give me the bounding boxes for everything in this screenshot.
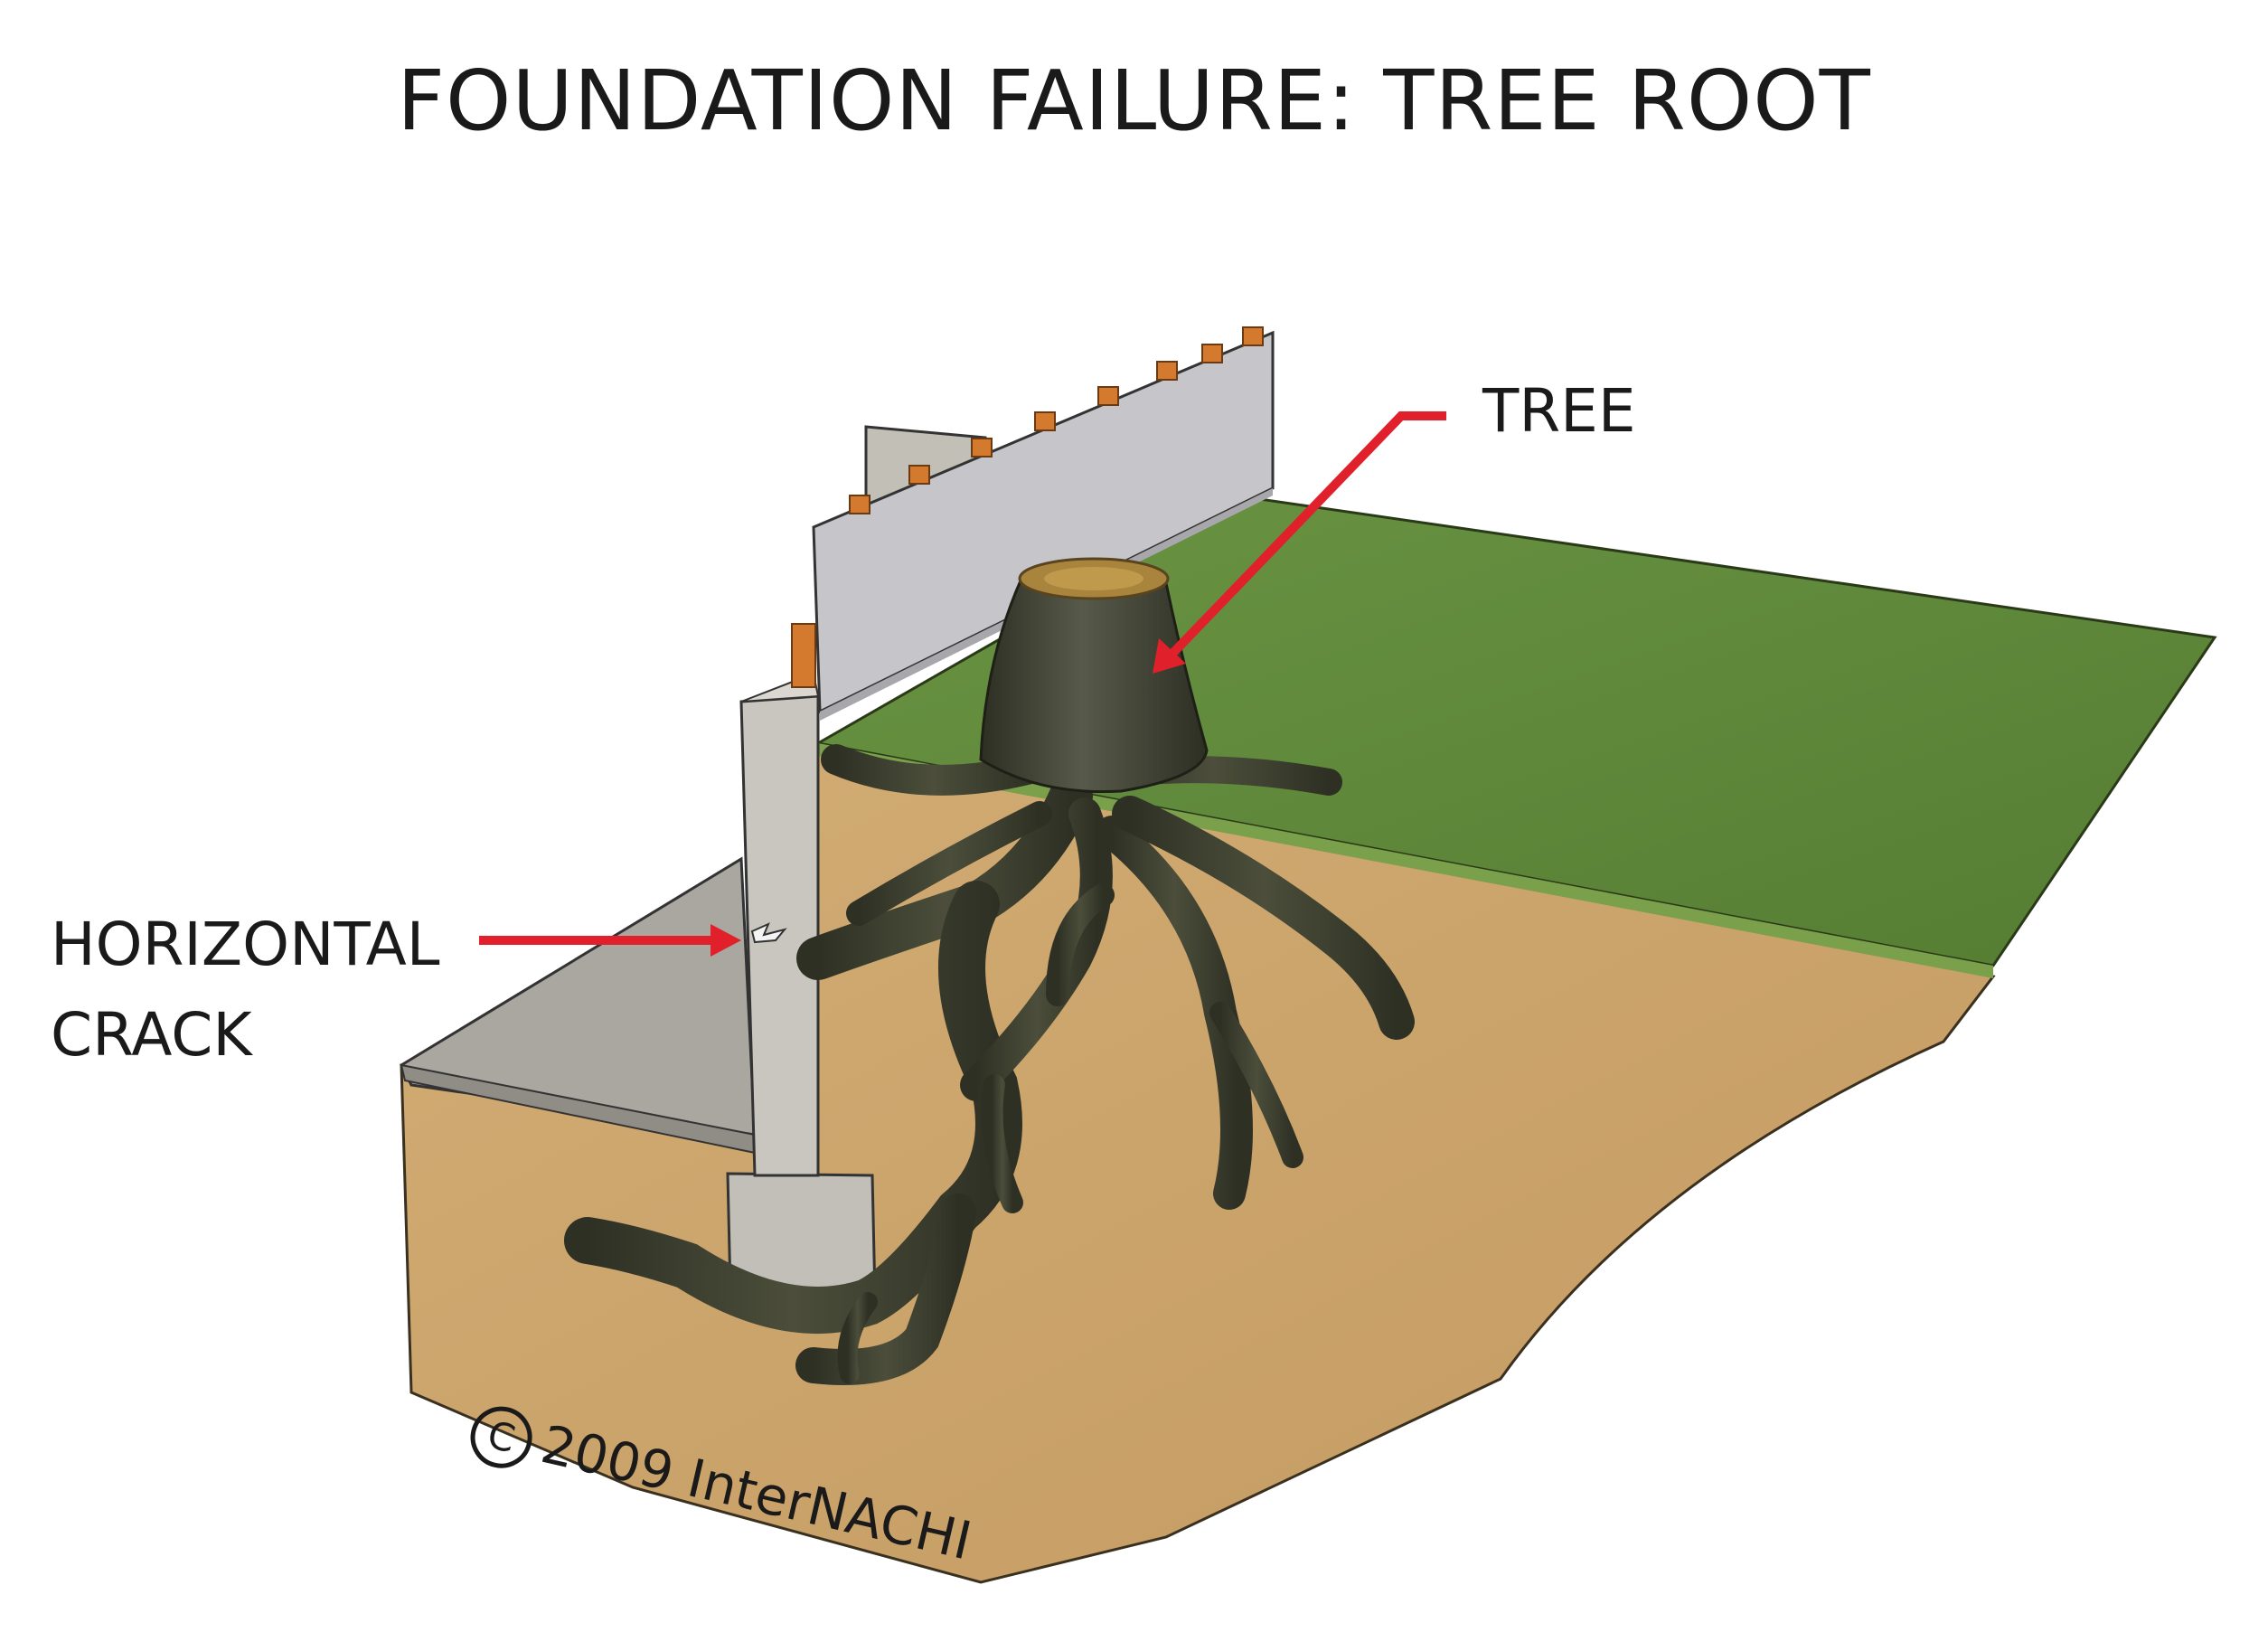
- tree-arrow: [1153, 411, 1446, 674]
- floor-joists: [791, 326, 1264, 688]
- tree-stump: [979, 557, 1209, 794]
- tree-roots: [564, 744, 1415, 1385]
- basement-slab: [400, 856, 757, 1155]
- horizontal-crack: [750, 922, 787, 944]
- crack-label-line1: HORIZONTAL: [51, 910, 440, 979]
- foundation-wall: [739, 672, 820, 1177]
- diagram-title: FOUNDATION FAILURE: TREE ROOT: [397, 52, 1871, 149]
- crack-label-line2: CRACK: [51, 1000, 252, 1070]
- tree-label: TREE: [1482, 376, 1636, 446]
- horizontal-crack-label: HORIZONTAL CRACK: [51, 915, 440, 1096]
- crack-arrow: [479, 924, 741, 957]
